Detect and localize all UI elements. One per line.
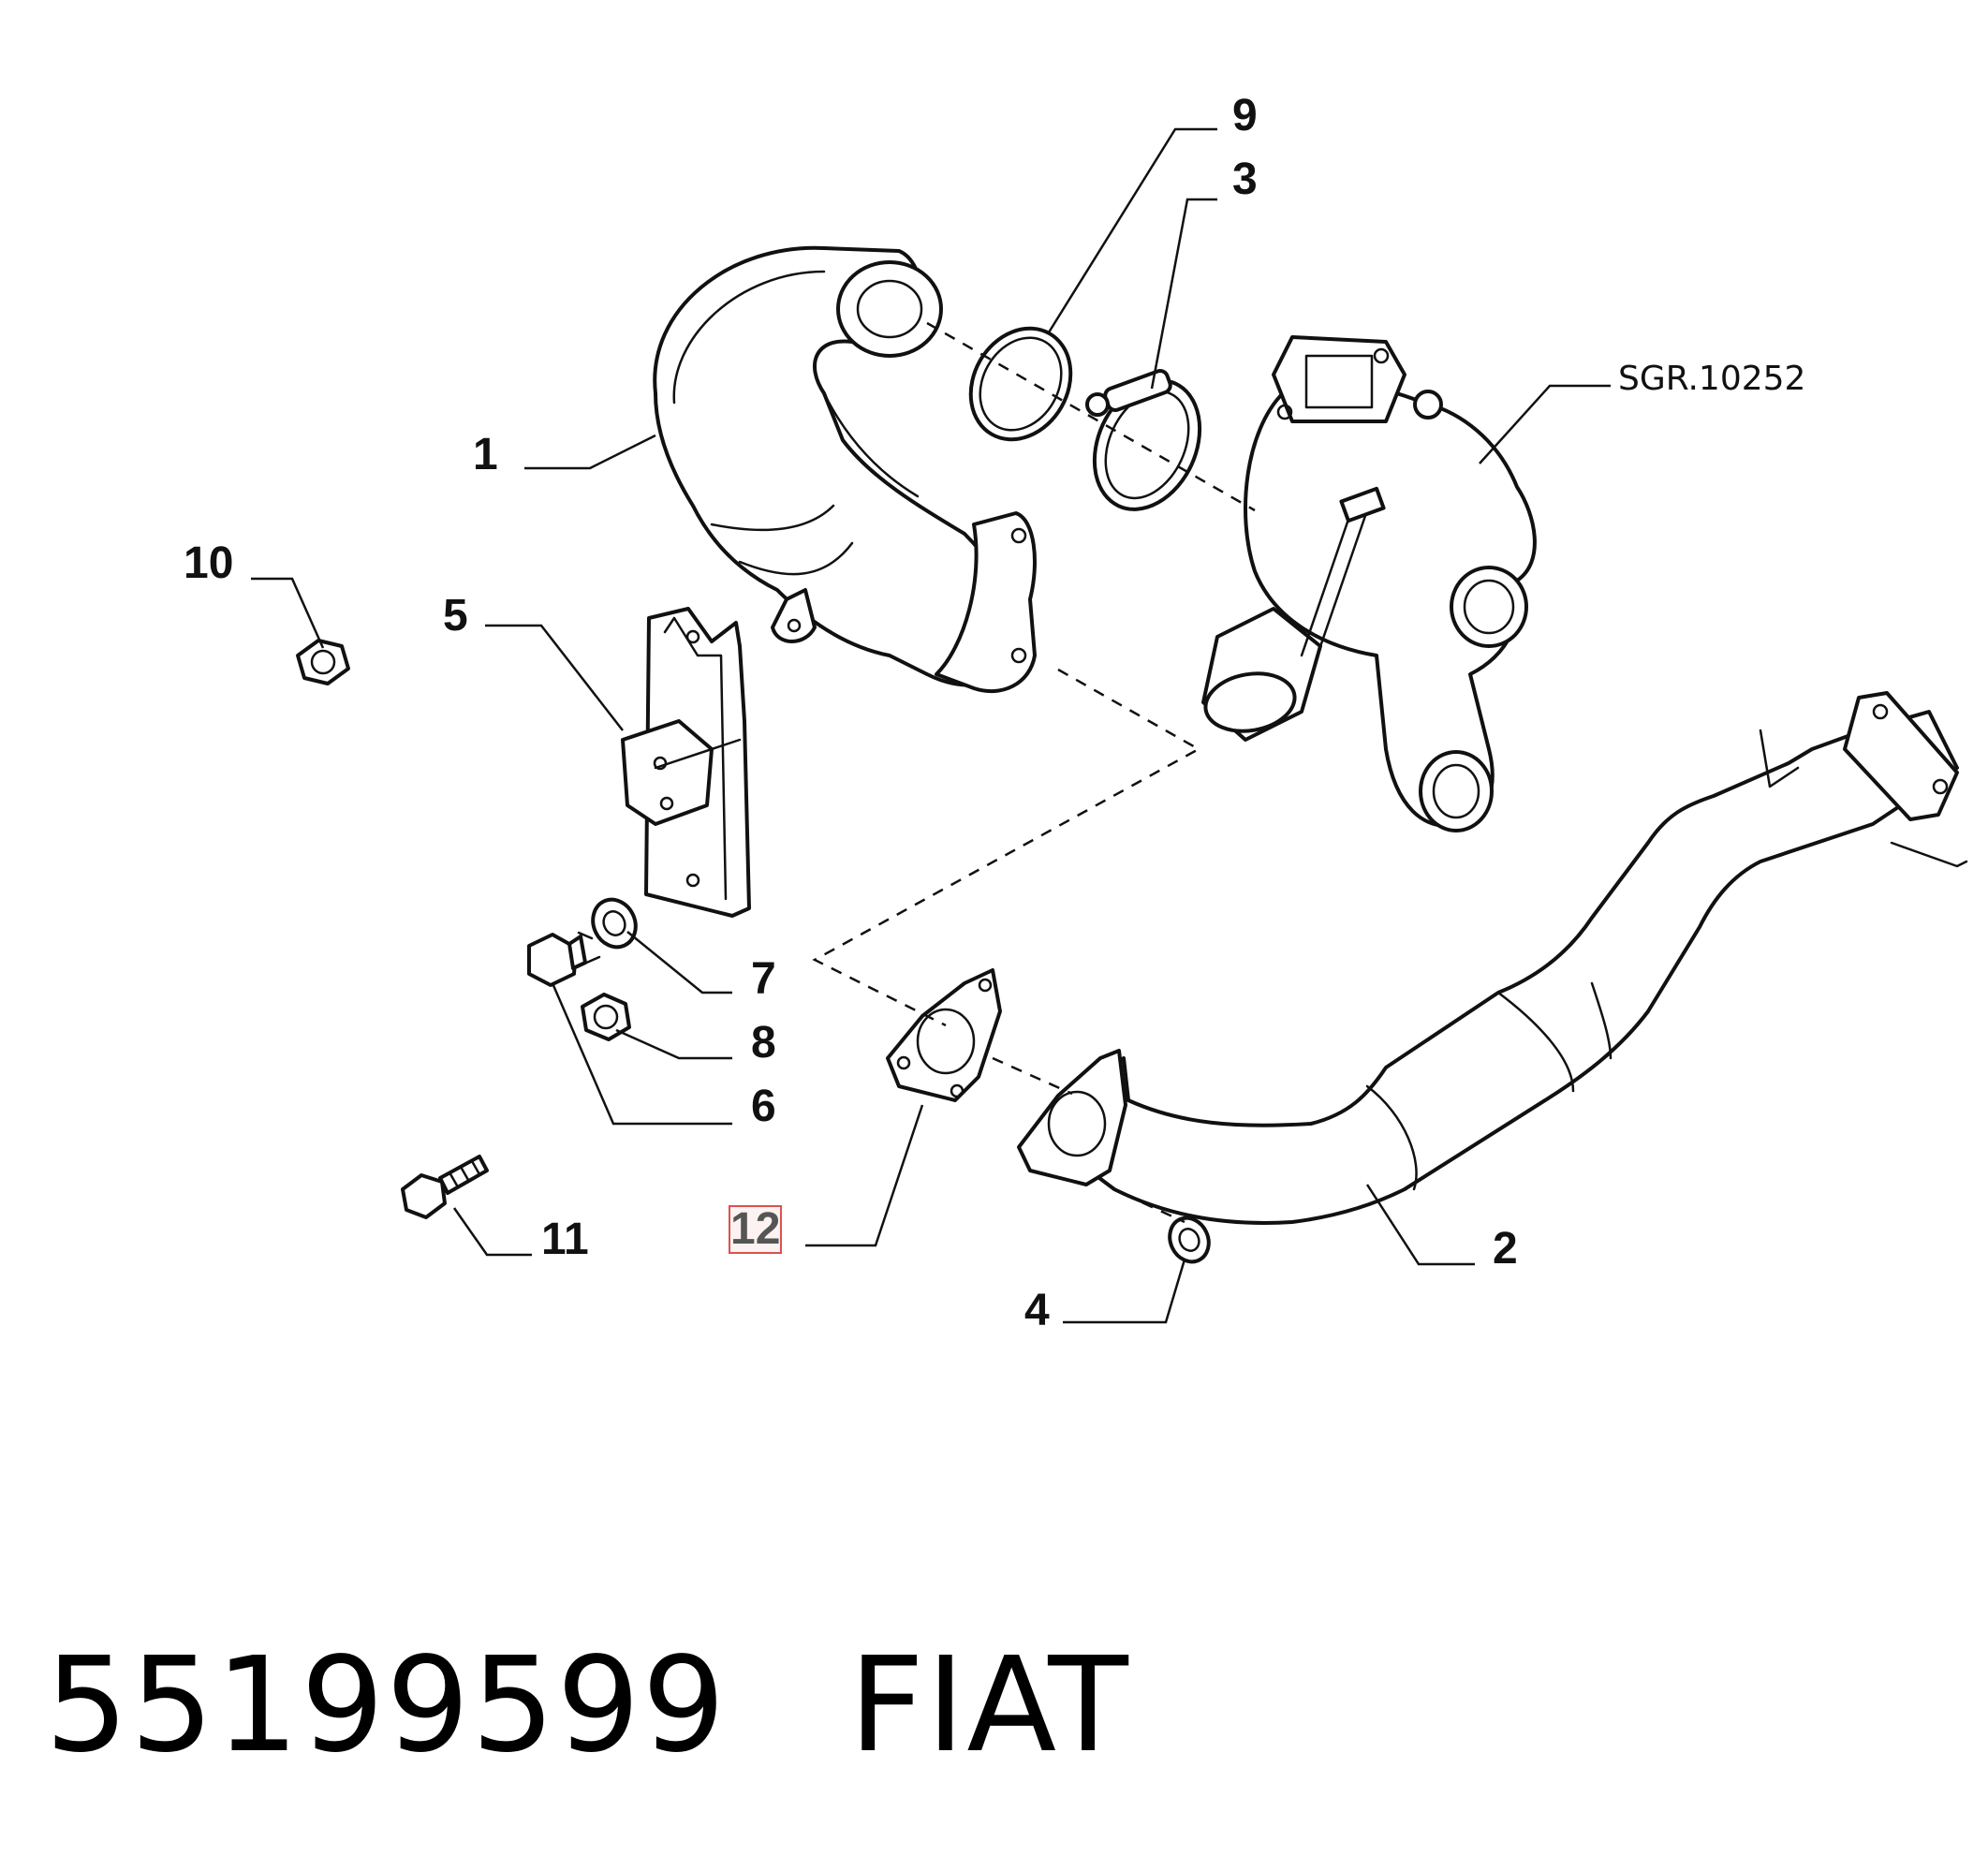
callout-11[interactable]: 11 [541, 1215, 589, 1264]
callout-2[interactable]: 2 [1493, 1224, 1518, 1274]
assembly-dashed-lines [812, 321, 1256, 1224]
footer-caption: 55199599 FIAT [45, 1629, 1130, 1782]
part-3-clamp [1085, 369, 1202, 511]
part-1-catalytic-converter [653, 245, 1037, 694]
part-11-bolt [401, 1155, 489, 1219]
callout-3[interactable]: 3 [1232, 155, 1258, 204]
part-5-bracket [621, 607, 751, 918]
callout-6[interactable]: 6 [751, 1082, 776, 1131]
part-number: 55199599 [45, 1629, 728, 1782]
leader-lines [251, 127, 1611, 1324]
brand-name: FIAT [848, 1629, 1130, 1782]
callout-8[interactable]: 8 [751, 1018, 776, 1068]
part-6-stud-bolt [527, 931, 601, 987]
part-7-washer [591, 897, 638, 950]
callout-7[interactable]: 7 [751, 954, 776, 1004]
part-12-flange-gasket [886, 968, 1002, 1102]
callout-4[interactable]: 4 [1024, 1286, 1050, 1335]
part-8-nut [581, 993, 631, 1041]
reference-code: SGR.10252 [1618, 360, 1806, 398]
callout-1[interactable]: 1 [473, 430, 498, 479]
callout-9[interactable]: 9 [1232, 91, 1258, 140]
part-9-gasket-ring [968, 326, 1073, 442]
turbocharger [1201, 335, 1537, 832]
callout-12[interactable]: 12 [728, 1204, 783, 1254]
callout-10[interactable]: 10 [184, 538, 234, 588]
part-10-nut [296, 639, 350, 685]
part-2-exhaust-pipe [1017, 691, 1968, 1225]
callout-5[interactable]: 5 [443, 591, 468, 641]
part-4-nut [1168, 1215, 1211, 1264]
